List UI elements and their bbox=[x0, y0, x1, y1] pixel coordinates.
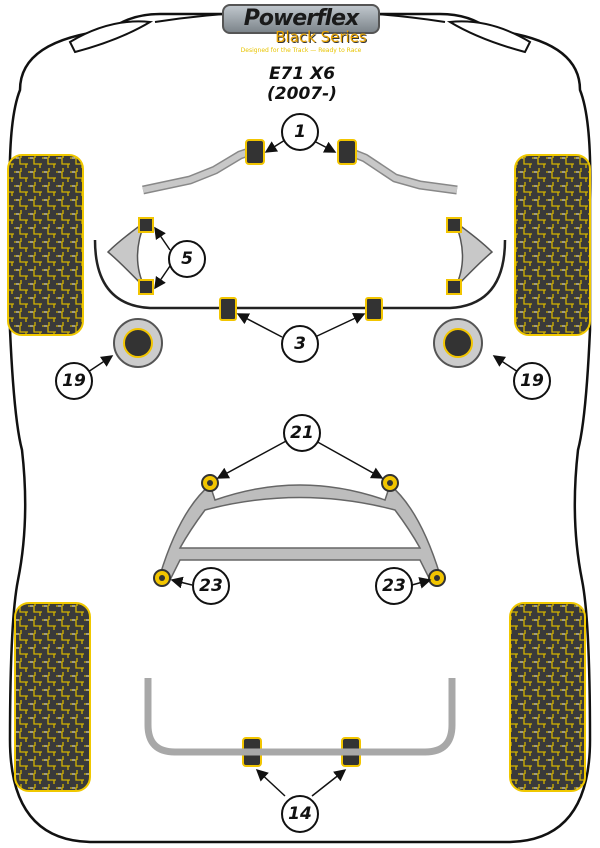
car-body-outline bbox=[8, 12, 592, 844]
tyre-rear-left bbox=[14, 602, 91, 792]
rear-subframe bbox=[159, 483, 441, 582]
rear-anti-roll-bar bbox=[144, 678, 456, 756]
callout-1[interactable]: 1 bbox=[281, 113, 319, 151]
callout-14[interactable]: 14 bbox=[281, 795, 319, 833]
top-mount-right bbox=[433, 318, 483, 368]
top-mount-left bbox=[113, 318, 163, 368]
model-title: E71 X6 (2007-) bbox=[267, 64, 337, 104]
callout-23-left[interactable]: 23 bbox=[192, 567, 230, 605]
brand-series: Black Series bbox=[275, 28, 367, 46]
callout-21[interactable]: 21 bbox=[283, 414, 321, 452]
callout-23-right[interactable]: 23 bbox=[375, 567, 413, 605]
wishbone-right bbox=[453, 219, 494, 289]
tyre-rear-right bbox=[509, 602, 586, 792]
callout-3[interactable]: 3 bbox=[281, 325, 319, 363]
callout-19-left[interactable]: 19 bbox=[55, 362, 93, 400]
wishbone-left bbox=[106, 219, 147, 289]
brand-tagline: Designed for the Track — Ready to Race bbox=[240, 47, 362, 54]
brand-name: Powerflex bbox=[222, 4, 380, 34]
tyre-front-right bbox=[514, 154, 591, 336]
tyre-front-left bbox=[7, 154, 84, 336]
callout-19-right[interactable]: 19 bbox=[513, 362, 551, 400]
callout-5[interactable]: 5 bbox=[168, 240, 206, 278]
front-anti-roll-bar bbox=[93, 239, 507, 310]
powerflex-logo: Powerflex Black Series Designed for the … bbox=[222, 4, 380, 55]
